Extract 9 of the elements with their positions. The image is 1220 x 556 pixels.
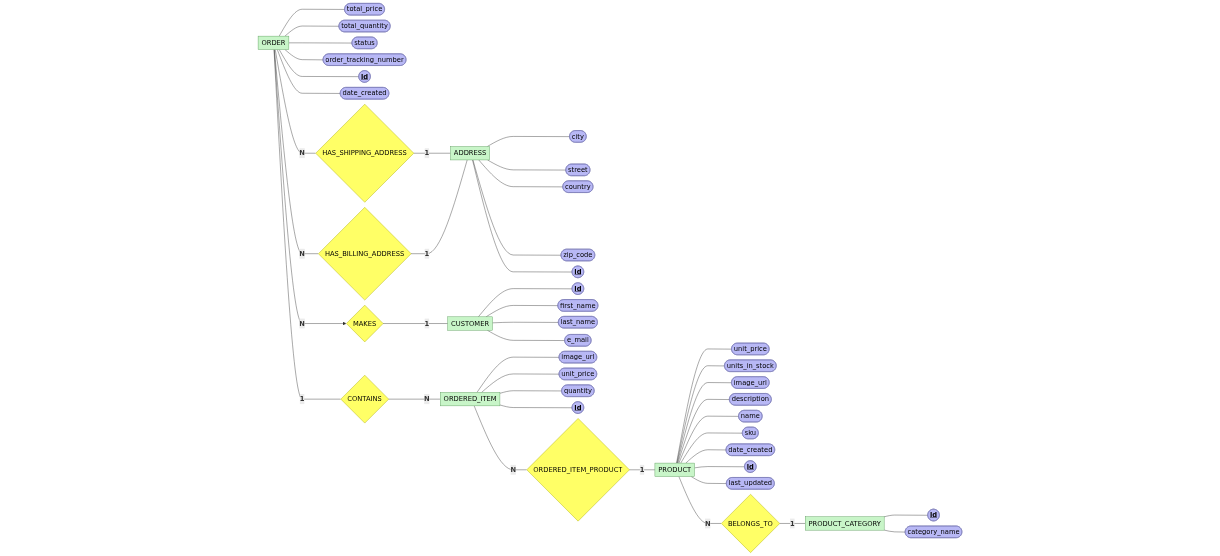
connector [677,382,732,464]
connector [676,348,732,464]
connector [274,49,319,254]
connector [273,49,341,400]
connector [275,49,316,154]
connector [678,415,739,464]
connector [676,365,725,464]
connector [677,399,730,464]
arrow [273,49,347,326]
